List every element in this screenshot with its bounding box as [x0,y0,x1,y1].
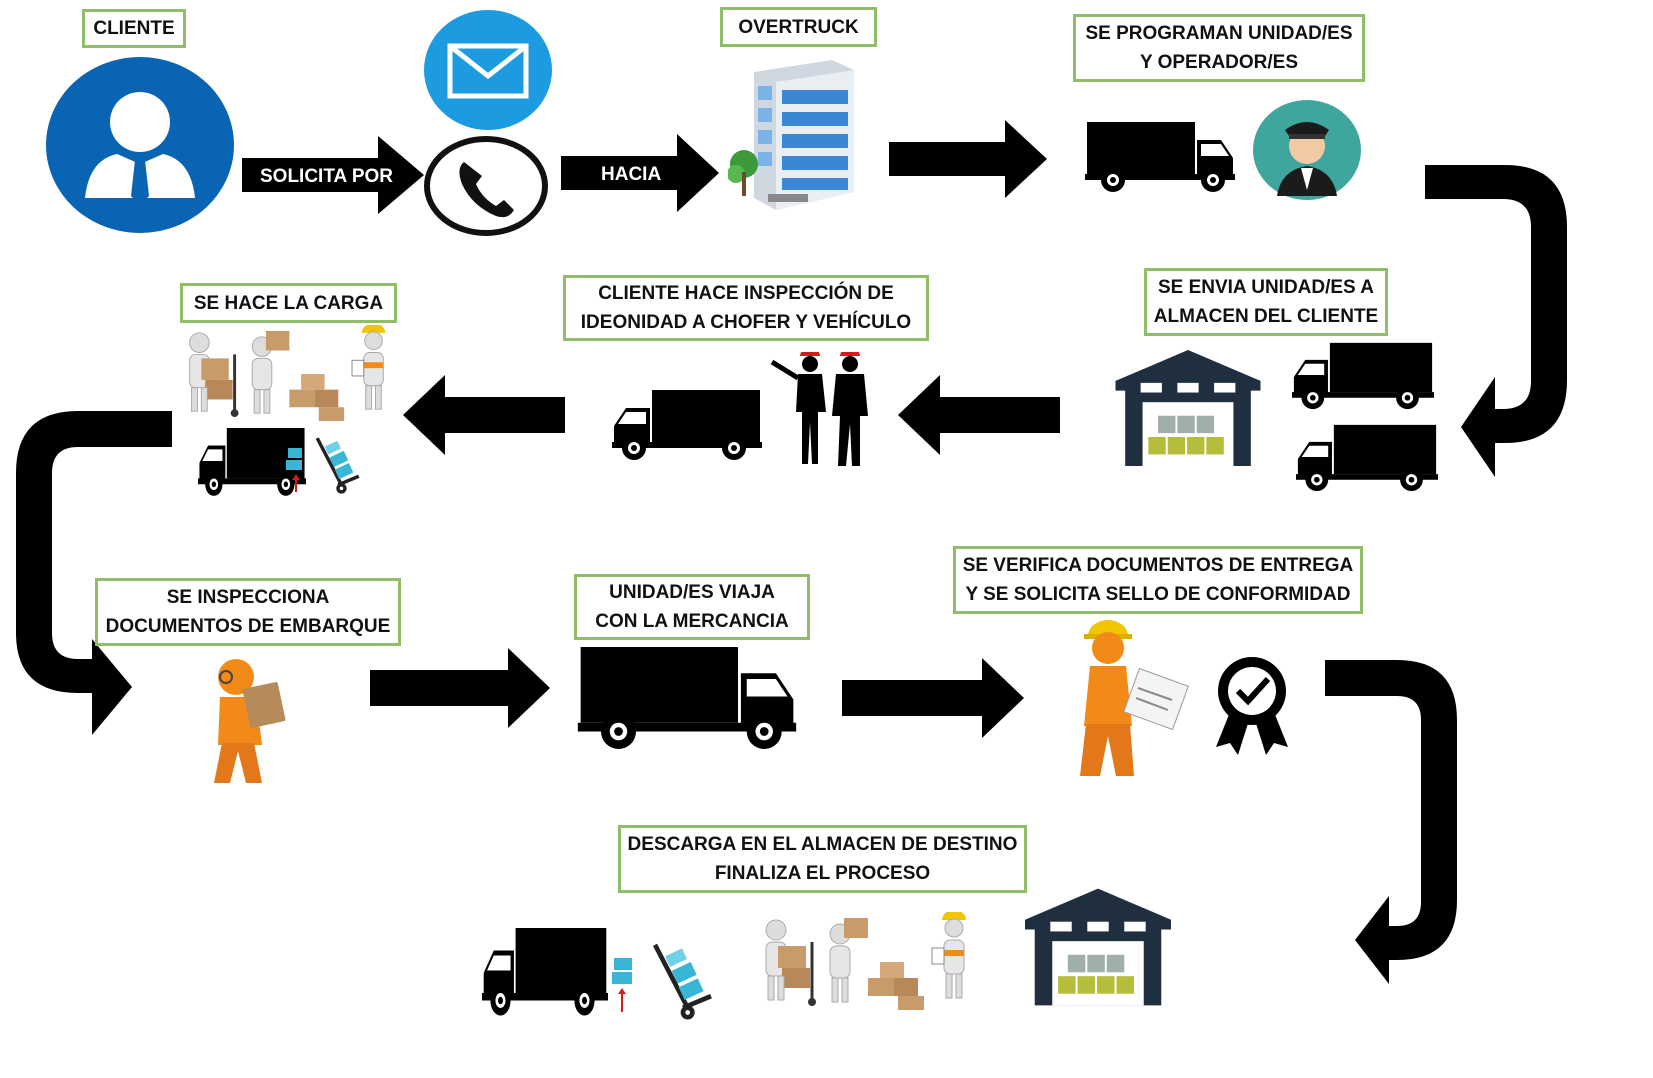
arrow-curve-right-1 [1425,165,1570,480]
arrow-to-verifica [842,658,1024,738]
inspectors-icon [768,352,878,474]
label-inspeccion-line2: IDEONIDAD A CHOFER Y VEHÍCULO [580,312,912,333]
label-envia-line2: ALMACEN DEL CLIENTE [1153,306,1379,327]
truck-icon-left-1 [1292,342,1434,410]
arrow-solicita-por: SOLICITA POR [242,136,424,214]
truck-icon [1085,122,1235,192]
label-envia-line1: SE ENVIA UNIDAD/ES A [1157,277,1375,298]
user-icon [45,56,235,234]
arrow-to-inspeccion [898,375,1060,455]
driver-icon [1253,100,1361,200]
arrow-to-programan [889,120,1047,198]
phone-icon [424,136,548,236]
label-carga-text: SE HACE LA CARGA [193,292,384,314]
label-verifica-line2: Y SE SOLICITA SELLO DE CONFORMIDAD [965,584,1351,605]
label-verifica-line1: SE VERIFICA DOCUMENTOS DE ENTREGA [962,555,1354,576]
label-descarga-line1: DESCARGA EN EL ALMACEN DE DESTINO [627,834,1018,855]
truck-icon-viaja [575,647,799,749]
arrow-to-carga [403,375,565,455]
building-icon [728,60,860,212]
truck-icon-carga [198,428,310,496]
arrow-hacia-label: HACIA [601,164,661,185]
checklist-worker-icon [1068,620,1193,782]
arrow-solicita-por-label: SOLICITA POR [260,166,393,187]
workers-icon [172,325,397,423]
label-cliente-text: CLIENTE [93,18,175,39]
warehouse-icon [1113,350,1263,466]
label-viaja: UNIDAD/ES VIAJA CON LA MERCANCIA [574,574,810,640]
label-programan: SE PROGRAMAN UNIDAD/ES Y OPERADOR/ES [1073,14,1365,82]
label-descarga: DESCARGA EN EL ALMACEN DE DESTINO FINALI… [618,825,1027,893]
label-verifica: SE VERIFICA DOCUMENTOS DE ENTREGA Y SE S… [953,546,1363,614]
label-descarga-line2: FINALIZA EL PROCESO [714,863,931,884]
label-inspecciona-docs: SE INSPECCIONA DOCUMENTOS DE EMBARQUE [95,578,401,646]
arrow-curve-left [14,411,174,741]
label-viaja-line1: UNIDAD/ES VIAJA [609,582,775,603]
certificate-seal-icon [1210,655,1294,757]
truck-icon-descarga [482,928,642,1020]
label-inspecciona-line2: DOCUMENTOS DE EMBARQUE [105,616,391,637]
mail-icon [424,10,552,130]
arrow-curve-right-2 [1325,660,1460,990]
label-programan-line2: Y OPERADOR/ES [1139,52,1299,73]
label-inspeccion-identidad: CLIENTE HACE INSPECCIÓN DE IDEONIDAD A C… [563,275,929,341]
arrow-to-viaja [370,648,550,728]
truck-icon-inspeccion [612,390,762,460]
label-inspeccion-line1: CLIENTE HACE INSPECCIÓN DE [598,283,894,304]
label-overtruck: OVERTRUCK [720,7,877,47]
hand-truck-icon [312,434,364,496]
label-programan-line1: SE PROGRAMAN UNIDAD/ES [1085,23,1353,44]
label-cliente: CLIENTE [82,9,186,48]
warehouse-icon-destino [1025,888,1171,1006]
label-inspecciona-line1: SE INSPECCIONA [166,587,330,608]
truck-icon-left-2 [1296,424,1438,492]
hand-truck-icon-descarga [648,940,718,1022]
label-overtruck-text: OVERTRUCK [738,16,859,38]
orange-inspector-icon [200,655,296,790]
label-viaja-line2: CON LA MERCANCIA [595,611,789,632]
label-envia: SE ENVIA UNIDAD/ES A ALMACEN DEL CLIENTE [1144,268,1388,336]
arrow-hacia: HACIA [561,134,719,212]
label-carga: SE HACE LA CARGA [180,283,397,323]
workers-icon-descarga [748,912,978,1012]
